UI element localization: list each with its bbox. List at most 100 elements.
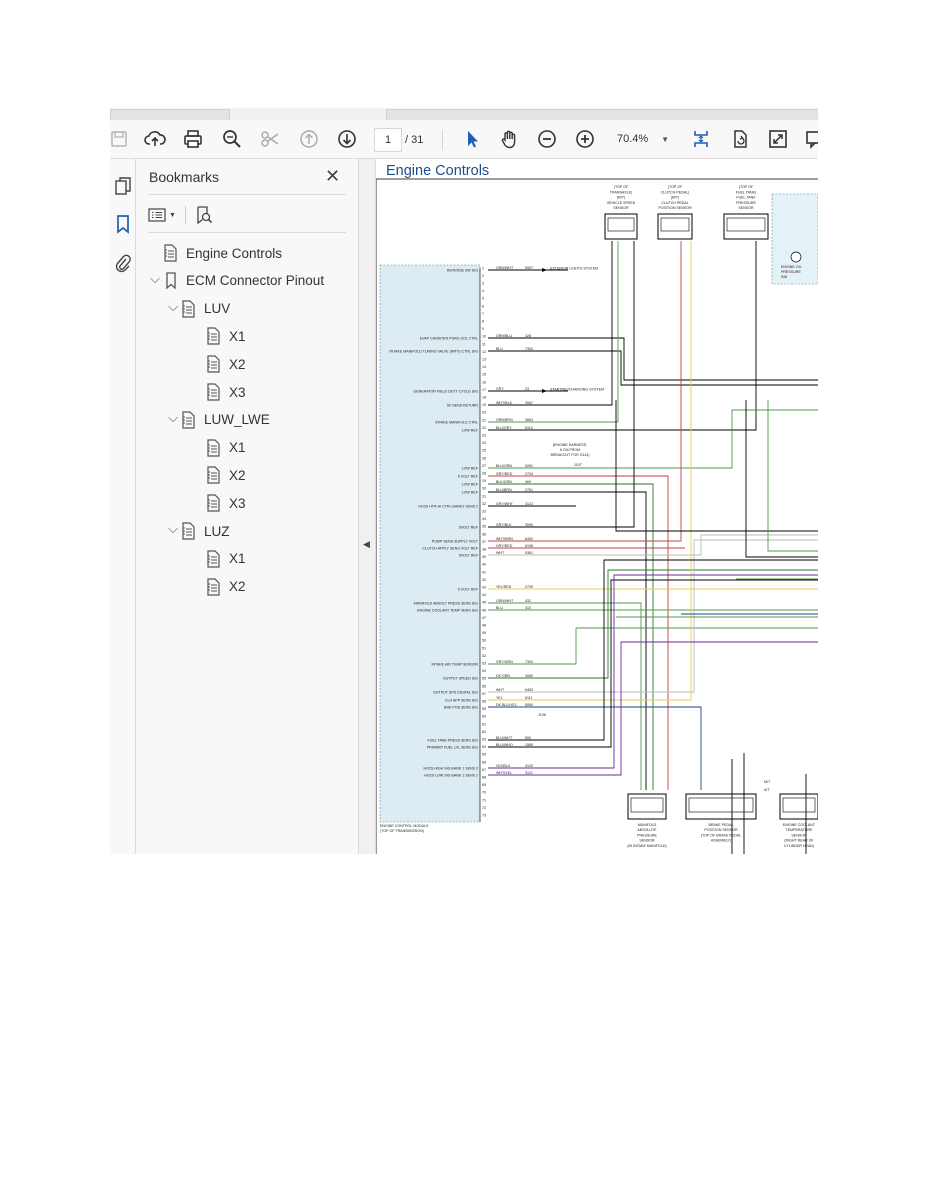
bookmark-item[interactable]: X3 — [191, 382, 246, 402]
outline-page-icon — [205, 577, 223, 596]
close-panel-icon[interactable]: ✕ — [325, 166, 341, 186]
wire-color-label: GRY/WHT — [496, 502, 514, 506]
trans-label: A/T — [764, 788, 770, 792]
fit-page-icon[interactable] — [688, 126, 714, 152]
pin-number: 68 — [482, 776, 486, 780]
bookmark-item[interactable]: ⌵LUW_LWE — [166, 410, 270, 430]
ecm-module-box — [379, 264, 481, 823]
bookmarks-tab-icon[interactable] — [110, 211, 135, 237]
bookmark-item[interactable]: Engine Controls — [148, 243, 282, 263]
expand-chevron-icon[interactable]: ⌵ — [168, 298, 178, 314]
panel-splitter[interactable]: ◀ — [358, 159, 376, 854]
bookmarks-panel: Bookmarks ✕ ▼ Engine Controls⌵ECM Connec… — [136, 159, 358, 854]
pin-number: 8 — [482, 320, 484, 324]
zoom-in-icon[interactable] — [572, 126, 598, 152]
wire-color-label: WHT/BRN — [496, 537, 513, 541]
sensor-label: (TOP OF — [668, 185, 683, 189]
wire-color-label: BLU/GRN — [496, 464, 512, 468]
zoom-level-select[interactable]: 70.4% ▼ — [613, 128, 673, 150]
sensor-label: IND — [781, 275, 788, 279]
bookmark-tools: ▼ — [148, 203, 213, 227]
oil-pressure-switch — [790, 251, 802, 263]
bookmark-label: LUZ — [204, 523, 230, 539]
circuit-number: 410 — [525, 606, 531, 610]
circuit-number: 2761 — [525, 488, 533, 492]
trans-label: M/T — [764, 780, 771, 784]
zoom-out-icon[interactable] — [534, 126, 560, 152]
outline-page-icon — [205, 494, 223, 512]
wire-color-label: GRY/RED — [496, 472, 513, 476]
harness-note: (ENGINE HARNESS, — [553, 443, 587, 447]
pin-number: 35 — [482, 525, 486, 529]
expand-chevron-icon[interactable]: ⌵ — [150, 270, 160, 286]
circuit-number: 3120 — [525, 764, 533, 768]
pin-number: 60 — [482, 715, 486, 719]
attachments-paperclip-icon[interactable] — [110, 251, 135, 277]
collapse-panel-arrow-icon[interactable]: ◀ — [363, 539, 370, 549]
find-bookmark-icon[interactable] — [195, 205, 213, 225]
pin-number: 67 — [482, 768, 486, 772]
print-icon[interactable] — [180, 126, 206, 152]
toolbar-separator — [442, 130, 443, 150]
pin-number: 62 — [482, 730, 486, 734]
bookmark-item[interactable]: ⌵LUV — [166, 299, 230, 319]
sensor-label: FUEL TANK — [736, 196, 756, 200]
wire-trace — [488, 409, 818, 469]
pin-number: 33 — [482, 510, 486, 514]
page-number-input[interactable]: 1 — [374, 128, 402, 152]
pin-number: 43 — [482, 586, 486, 590]
ecm-label: (TOP OF TRANSMISSION) — [380, 829, 424, 833]
wire-trace — [767, 400, 818, 552]
navigation-rail — [110, 159, 136, 854]
pin-number: 56 — [482, 684, 486, 688]
bookmark-item[interactable]: X1 — [191, 549, 246, 569]
bookmark-item[interactable]: X1 — [191, 326, 246, 346]
wire-color-label: GRN/WHT — [496, 266, 514, 270]
pin-number: 22 — [482, 426, 486, 430]
pin-number: 24 — [482, 441, 486, 445]
signal-label: CLH APP SENS SIG — [445, 698, 478, 702]
upload-cloud-icon[interactable] — [142, 126, 168, 152]
expand-chevron-icon[interactable]: ⌵ — [168, 521, 178, 536]
bookmark-label: X1 — [229, 551, 246, 567]
bookmark-options-icon[interactable]: ▼ — [148, 208, 176, 222]
bookmark-item[interactable]: ⌵ECM Connector Pinout — [148, 271, 324, 291]
bookmark-item[interactable]: X2 — [191, 577, 246, 597]
hand-tool-icon[interactable] — [496, 126, 522, 152]
save-icon[interactable] — [110, 126, 132, 152]
bookmark-item[interactable]: X1 — [191, 438, 246, 458]
signal-label: 5V SENS RETURN — [447, 403, 479, 407]
pin-number: 34 — [482, 517, 486, 521]
expand-chevron-icon[interactable]: ⌵ — [168, 409, 178, 425]
pin-number: 6 — [482, 304, 484, 308]
rotate-page-icon[interactable] — [727, 126, 753, 152]
select-cursor-icon[interactable] — [459, 126, 485, 152]
previous-page-icon[interactable] — [296, 126, 322, 152]
page-thumbnails-icon[interactable] — [110, 173, 135, 199]
wire-color-label: YEL/RED — [496, 585, 512, 589]
pin-number: 71 — [482, 798, 486, 802]
document-tab-active[interactable] — [386, 109, 818, 120]
signal-label: FUEL TANK PRESS SENS SIG — [428, 738, 479, 742]
sensor-label: TRANSAXLE) — [610, 190, 633, 194]
next-page-icon[interactable] — [334, 126, 360, 152]
wire-color-label: BLU/WHO — [496, 743, 513, 747]
pin-number: 63 — [482, 738, 486, 742]
bookmark-item[interactable]: X2 — [191, 465, 246, 485]
full-screen-icon[interactable] — [765, 126, 791, 152]
circuit-number: 1589 — [525, 743, 533, 747]
bookmark-item[interactable]: X2 — [191, 354, 246, 374]
scissors-icon[interactable] — [257, 126, 283, 152]
wire-trace — [488, 627, 818, 665]
pin-number: 13 — [482, 358, 486, 362]
circuit-number: 6111 — [525, 696, 532, 700]
document-tab[interactable] — [110, 109, 230, 120]
pin-number: 30 — [482, 487, 486, 491]
zoom-search-icon[interactable] — [219, 126, 245, 152]
sensor-label: (TOP OF BRAKE PEDAL — [701, 833, 741, 837]
outline-page-icon — [162, 244, 180, 262]
bookmark-item[interactable]: X3 — [191, 493, 246, 513]
sensor-label: (M/T) — [617, 196, 626, 200]
comment-tool-icon[interactable] — [802, 126, 818, 152]
bookmark-item[interactable]: ⌵ LUZ — [166, 521, 230, 541]
